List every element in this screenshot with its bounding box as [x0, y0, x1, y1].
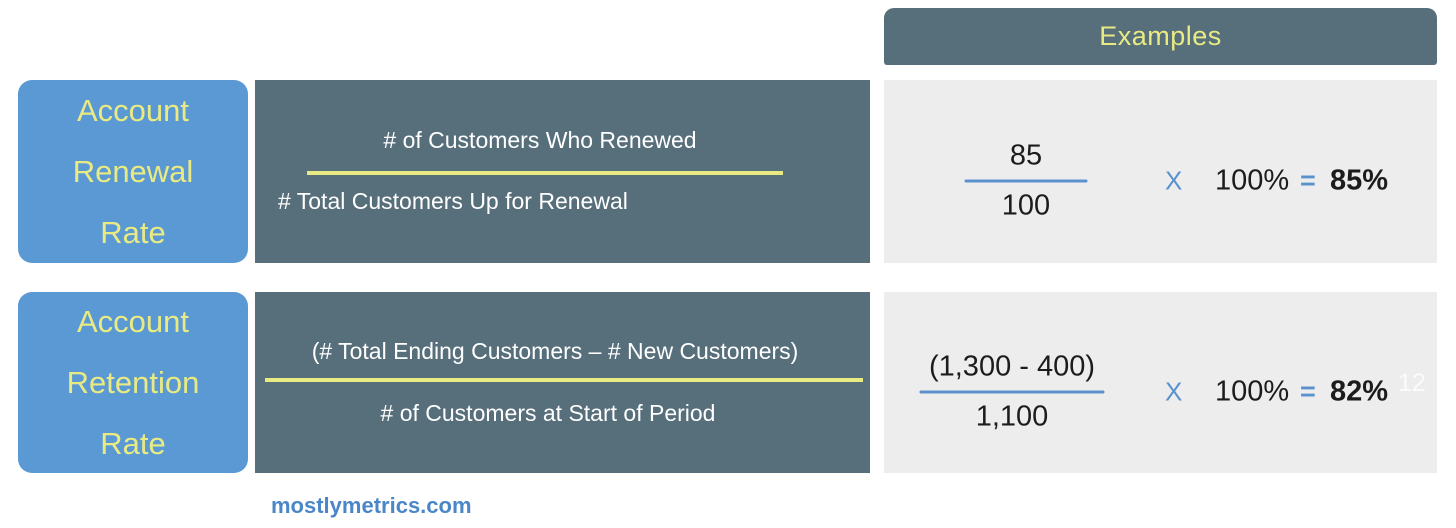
example-numerator: 85 — [1009, 139, 1043, 172]
mostlymetrics-site-link[interactable]: mostlymetrics.com — [271, 493, 472, 518]
formula-divider-line — [265, 378, 863, 382]
multiply-symbol: X — [1165, 376, 1183, 407]
formula-numerator: # of Customers Who Renewed — [383, 127, 697, 153]
retention-rate-formula-box: (# Total Ending Customers – # New Custom… — [255, 292, 870, 473]
fraction-divider-line — [919, 390, 1105, 394]
multiplier-value: 100% — [1215, 375, 1290, 408]
metric-title-line: Retention — [66, 365, 200, 400]
metric-title-line: Rate — [100, 215, 166, 250]
multiplier-value: 100% — [1215, 164, 1290, 197]
renewal-rate-example-box: 85 100 X 100% = 85% — [884, 80, 1437, 263]
formula-denominator: # Total Customers Up for Renewal — [278, 188, 628, 214]
formula-denominator: # of Customers at Start of Period — [380, 400, 716, 426]
metric-title-line: Rate — [100, 426, 166, 461]
fraction-divider-line — [964, 179, 1088, 183]
example-denominator: 1,100 — [975, 400, 1049, 433]
example-fraction: (1,300 - 400) 1,100 — [919, 350, 1105, 433]
result-value: 82% — [1330, 375, 1389, 408]
example-numerator: (1,300 - 400) — [928, 350, 1096, 383]
page-number: 12 — [1398, 369, 1426, 397]
renewal-rate-formula-box: # of Customers Who Renewed # Total Custo… — [255, 80, 870, 263]
examples-header: Examples — [884, 8, 1437, 65]
formula-divider-line — [307, 171, 783, 175]
example-denominator: 100 — [1001, 189, 1051, 222]
examples-header-label: Examples — [1099, 21, 1222, 51]
multiply-symbol: X — [1165, 165, 1183, 196]
metric-title-line: Renewal — [72, 154, 194, 189]
metric-title-line: Account — [76, 304, 189, 339]
equals-symbol: = — [1300, 165, 1316, 196]
renewal-rate-label-box: Account Renewal Rate — [18, 80, 248, 263]
retention-rate-example-box: (1,300 - 400) 1,100 X 100% = 82% — [884, 292, 1437, 473]
formula-numerator: (# Total Ending Customers – # New Custom… — [311, 338, 799, 364]
example-fraction: 85 100 — [964, 139, 1088, 222]
equals-symbol: = — [1300, 376, 1316, 407]
metric-title-line: Account — [76, 93, 189, 128]
result-value: 85% — [1330, 164, 1389, 197]
retention-rate-label-box: Account Retention Rate — [18, 292, 248, 473]
